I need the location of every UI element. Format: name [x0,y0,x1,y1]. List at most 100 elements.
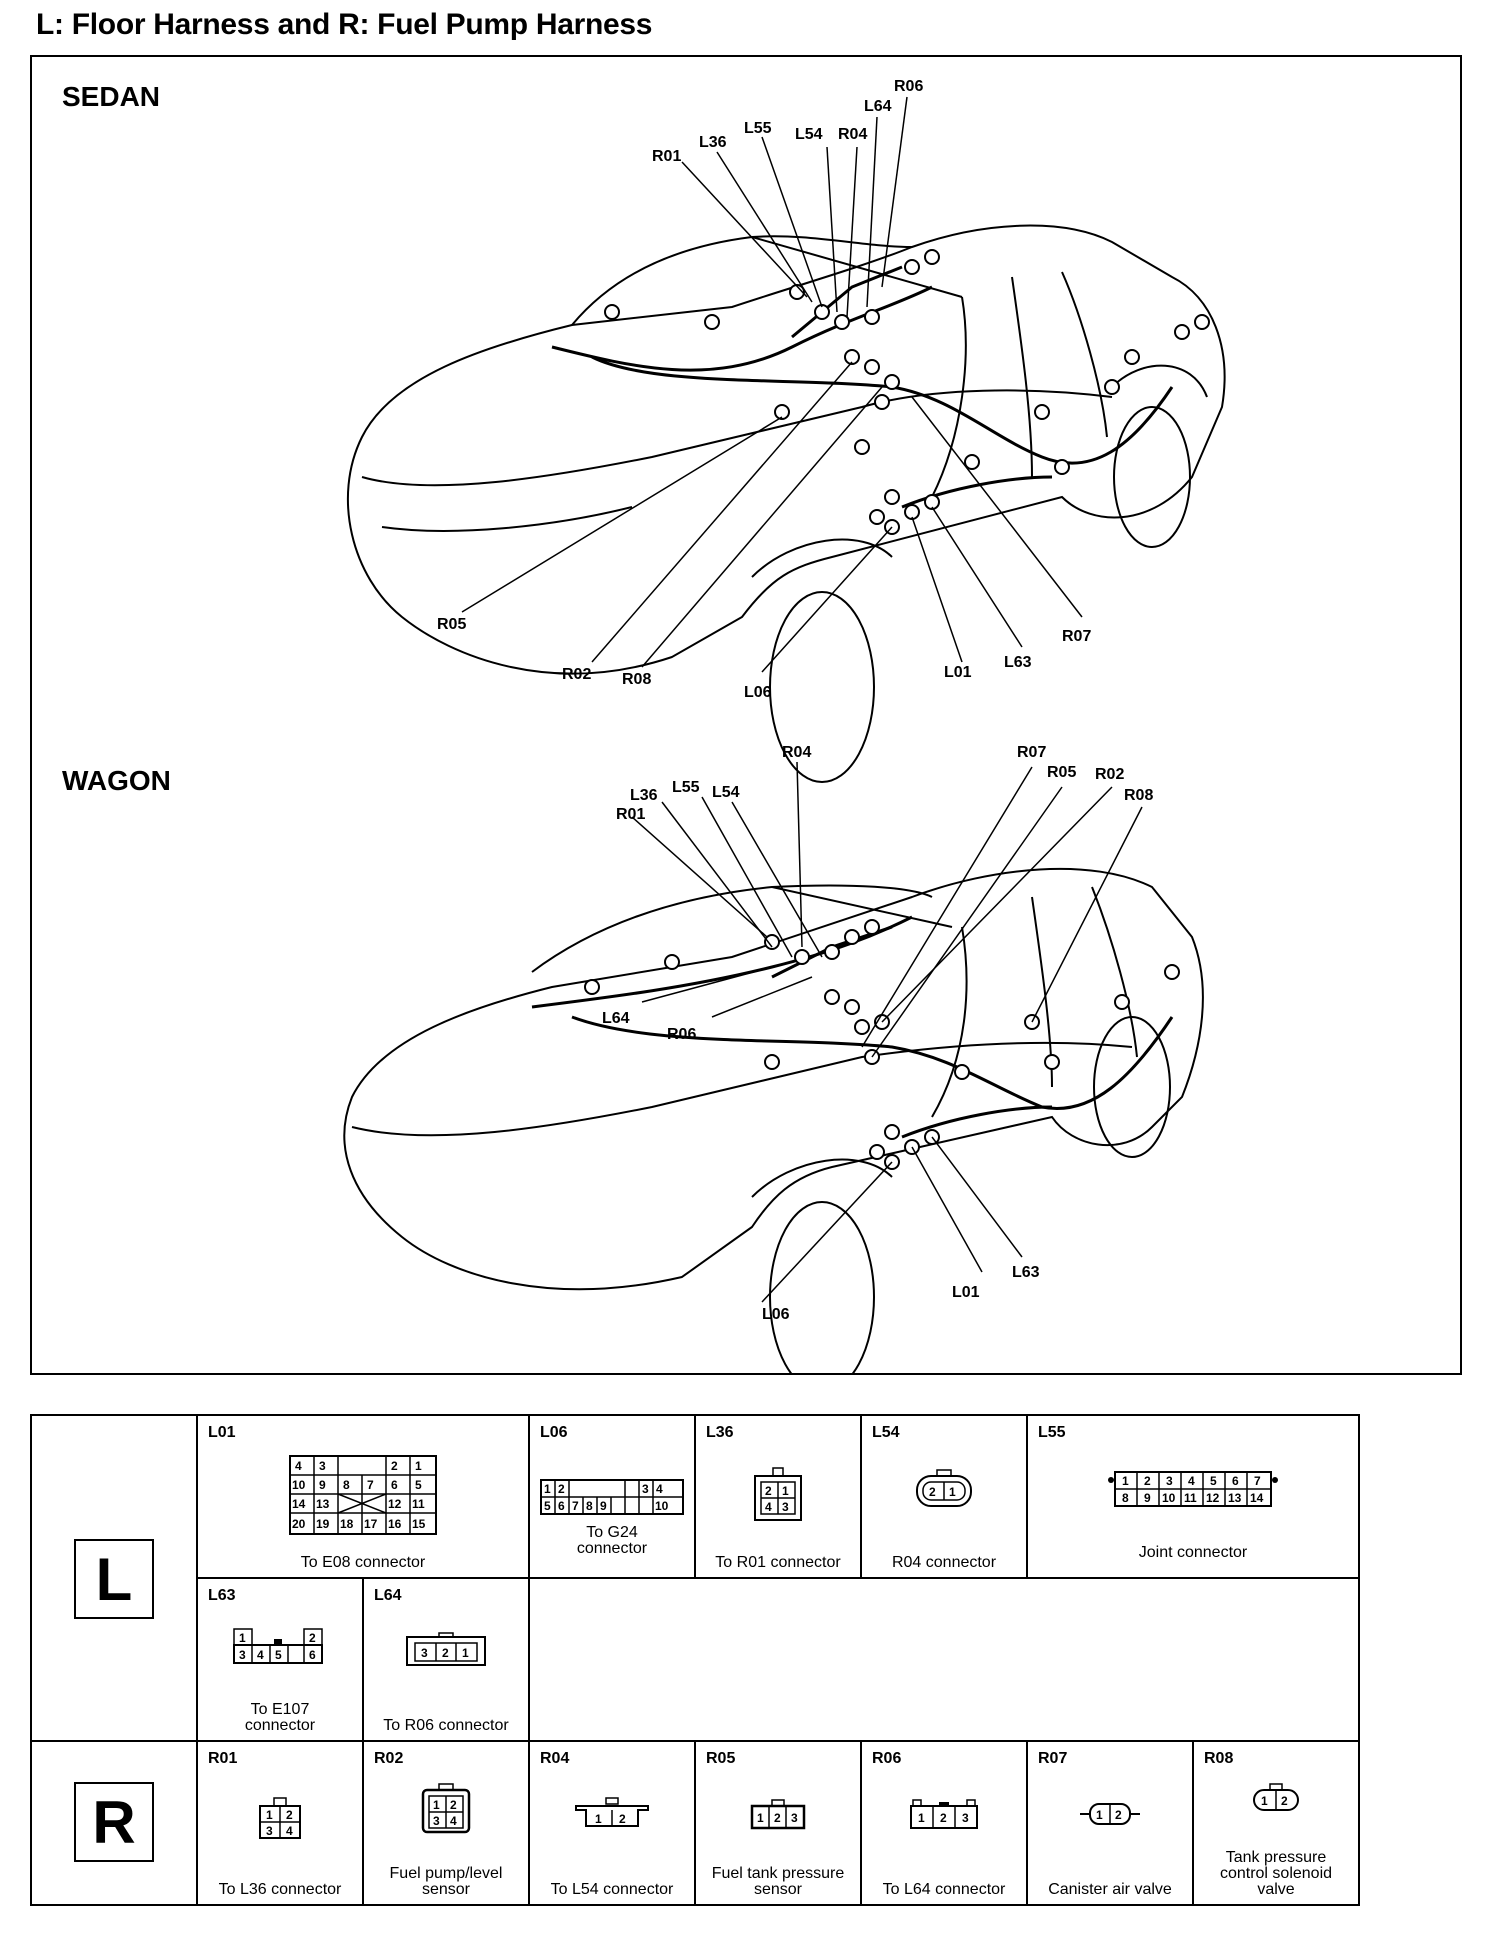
wagon-leader-lines [631,761,1143,1303]
sedan-car-outline [346,224,1226,783]
pin: 2 [442,1646,449,1660]
pin: 16 [388,1517,402,1531]
sedan-callouts: R06 L64 L55 L54 R04 L36 R01 R05 R02 R08 … [437,78,1091,701]
connector-description: To E08 connector [300,1554,426,1571]
wagon-callout-r01: R01 [616,806,645,823]
connector-id: R05 [706,1750,736,1767]
connector-r05-icon: 1 2 3 [750,1799,806,1830]
pin: 1 [266,1808,273,1822]
pin: 2 [929,1485,936,1499]
connector-id: L54 [872,1424,900,1441]
sedan-callout-r07: R07 [1062,628,1091,645]
wagon-callout-r08: R08 [1124,787,1153,804]
connector-cell-r05: R05 1 2 3 Fuel tank pressure sensor [696,1742,862,1904]
connector-cell-r04: R04 1 2 To L54 connector [530,1742,696,1904]
sedan-label: SEDAN [62,81,161,112]
pin: 2 [1144,1474,1151,1488]
pin: 1 [782,1484,789,1498]
pin: 3 [962,1811,969,1825]
connector-cell-l63: L63 1 2 3 4 5 6 To E107 connector [198,1579,364,1742]
sedan-connector-markers [604,249,1210,535]
pin: 3 [319,1459,326,1473]
pin: 15 [412,1517,426,1531]
pin: 1 [595,1812,602,1826]
connector-description: R04 connector [891,1554,997,1571]
connector-description: To R06 connector [383,1717,509,1734]
connector-cell-l55: L55 1 2 3 4 5 6 7 8 9 10 11 12 [1028,1416,1358,1579]
pin: 6 [1232,1474,1239,1488]
sedan-callout-l64: L64 [864,98,892,115]
connector-r02-icon: 1 2 3 4 [421,1783,471,1834]
connector-cell-l54: L54 2 1 R04 connector [862,1416,1028,1579]
pin: 2 [558,1482,565,1496]
pin: 5 [1210,1474,1217,1488]
pin: 2 [391,1459,398,1473]
pin: 3 [791,1811,798,1825]
pin: 2 [1115,1808,1122,1822]
sedan-callout-l54: L54 [795,126,823,143]
pin: 1 [757,1811,764,1825]
pin: 8 [343,1478,350,1492]
harness-diagram-frame: SEDAN WAGON [30,55,1462,1375]
pin: 14 [292,1497,306,1511]
sedan-callout-r08: R08 [622,671,651,688]
pin: 20 [292,1517,306,1531]
wagon-callout-l54: L54 [712,784,740,801]
connector-id: R07 [1038,1750,1068,1767]
pin: 5 [415,1478,422,1492]
pin: 11 [1184,1491,1197,1505]
connector-r07-icon: 1 2 [1080,1803,1140,1825]
pin: 2 [619,1812,626,1826]
connector-id: R01 [208,1750,238,1767]
pin: 13 [1228,1491,1242,1505]
pin: 2 [309,1631,316,1645]
pin: 2 [774,1811,781,1825]
pin: 4 [295,1459,302,1473]
pin: 1 [239,1631,246,1645]
empty-cell [530,1579,1358,1742]
pin: 5 [544,1499,551,1513]
wagon-callout-l36: L36 [630,787,658,804]
wagon-callout-l01: L01 [952,1284,980,1301]
connector-cell-r06: R06 1 2 3 To L64 connector [862,1742,1028,1904]
pin: 7 [367,1478,374,1492]
sedan-callout-r02: R02 [562,666,591,683]
pin: 7 [572,1499,579,1513]
pin: 1 [918,1811,925,1825]
sedan-callout-r06: R06 [894,78,923,95]
pin: 2 [940,1811,947,1825]
connector-r08-icon: 1 2 [1253,1783,1299,1811]
connector-id: L63 [208,1587,236,1604]
pin: 7 [1254,1474,1261,1488]
connector-l55-icon: 1 2 3 4 5 6 7 8 9 10 11 12 13 14 [1108,1471,1278,1507]
wagon-callout-r02: R02 [1095,766,1124,783]
pin: 10 [292,1478,306,1492]
connector-cell-l06: L06 1 2 3 4 5 6 7 8 9 10 To G24 con [530,1416,696,1579]
wagon-callout-l64: L64 [602,1010,630,1027]
pin: 6 [391,1478,398,1492]
pin: 3 [642,1482,649,1496]
pin: 2 [286,1808,293,1822]
pin: 4 [765,1500,772,1514]
connector-description: Canister air valve [1048,1881,1172,1898]
l-harness-badge: L [74,1539,154,1619]
connector-id: R06 [872,1750,902,1767]
wagon-callout-l63: L63 [1012,1264,1040,1281]
pin: 1 [415,1459,422,1473]
pin: 9 [319,1478,326,1492]
wagon-callout-r06: R06 [667,1026,696,1043]
connector-r06-icon: 1 2 3 [910,1799,978,1829]
pin: 3 [1166,1474,1173,1488]
pin: 4 [1188,1474,1195,1488]
connector-id: L01 [208,1424,236,1441]
pin: 4 [450,1814,457,1828]
connector-r04-icon: 1 2 [575,1797,649,1827]
connector-description: To L54 connector [550,1881,674,1898]
sedan-callout-l36: L36 [699,134,727,151]
connector-description: Joint connector [1138,1544,1248,1561]
page-title: L: Floor Harness and R: Fuel Pump Harnes… [36,8,653,41]
pin: 10 [1162,1491,1176,1505]
pin: 10 [655,1499,669,1513]
connector-id: L06 [540,1424,568,1441]
pin: 1 [433,1798,440,1812]
